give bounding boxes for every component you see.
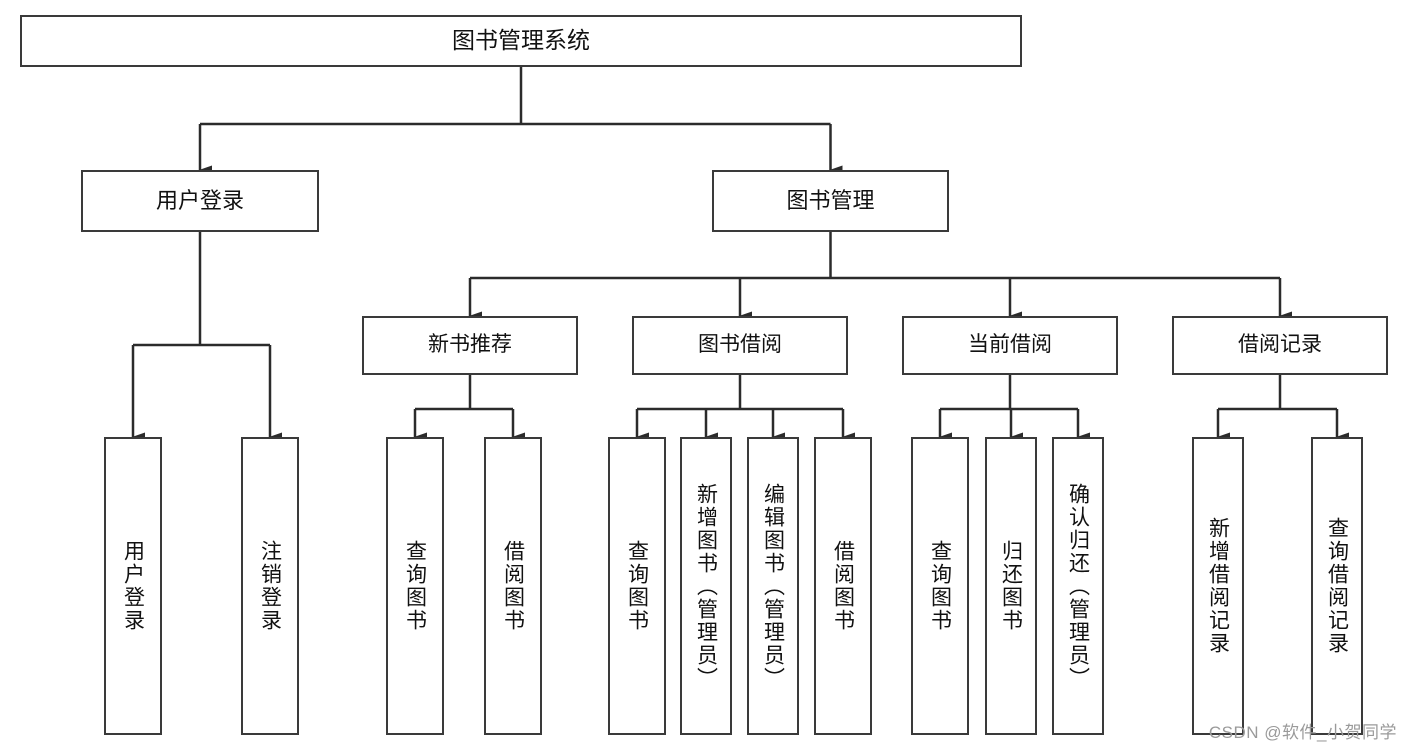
node-leaf2[interactable]: 注销登录 [241,437,299,735]
node-records[interactable]: 借阅记录 [1172,316,1388,375]
node-leaf3[interactable]: 查询图书 [386,437,444,735]
node-label: 归还图书 [999,540,1023,632]
node-label: 新增借阅记录 [1206,517,1230,655]
node-label: 查询图书 [403,540,427,632]
node-label: 借阅图书 [501,540,525,632]
node-leaf6[interactable]: 新增图书（管理员） [680,437,732,735]
node-label: 确认归还（管理员） [1066,482,1090,690]
node-label: 用户登录 [121,540,145,632]
watermark-label: CSDN @软件_小贺同学 [1208,723,1397,742]
node-root[interactable]: 图书管理系统 [20,15,1022,67]
node-label: 借阅记录 [1238,333,1322,357]
node-label: 当前借阅 [968,333,1052,357]
node-label: 注销登录 [258,540,282,632]
node-label: 图书管理系统 [452,27,590,54]
node-label: 新书推荐 [428,333,512,357]
edge-group [131,67,1349,442]
node-leaf7[interactable]: 编辑图书（管理员） [747,437,799,735]
node-label: 查询图书 [625,540,649,632]
node-label: 查询图书 [928,540,952,632]
node-leaf9[interactable]: 查询图书 [911,437,969,735]
node-leaf4[interactable]: 借阅图书 [484,437,542,735]
node-leaf10[interactable]: 归还图书 [985,437,1037,735]
node-label: 用户登录 [155,188,244,214]
node-leaf11[interactable]: 确认归还（管理员） [1052,437,1104,735]
node-leaf1[interactable]: 用户登录 [104,437,162,735]
node-label: 新增图书（管理员） [694,482,718,690]
node-leaf8[interactable]: 借阅图书 [814,437,872,735]
node-label: 借阅图书 [831,540,855,632]
node-bookmgmt[interactable]: 图书管理 [712,170,949,232]
node-label: 图书管理 [786,188,875,214]
node-current[interactable]: 当前借阅 [902,316,1118,375]
node-newbook[interactable]: 新书推荐 [362,316,578,375]
node-login[interactable]: 用户登录 [81,170,319,232]
node-leaf12[interactable]: 新增借阅记录 [1192,437,1244,735]
node-label: 查询借阅记录 [1325,517,1349,655]
node-label: 图书借阅 [698,333,782,357]
node-leaf13[interactable]: 查询借阅记录 [1311,437,1363,735]
node-leaf5[interactable]: 查询图书 [608,437,666,735]
node-label: 编辑图书（管理员） [761,482,785,690]
node-borrow[interactable]: 图书借阅 [632,316,848,375]
